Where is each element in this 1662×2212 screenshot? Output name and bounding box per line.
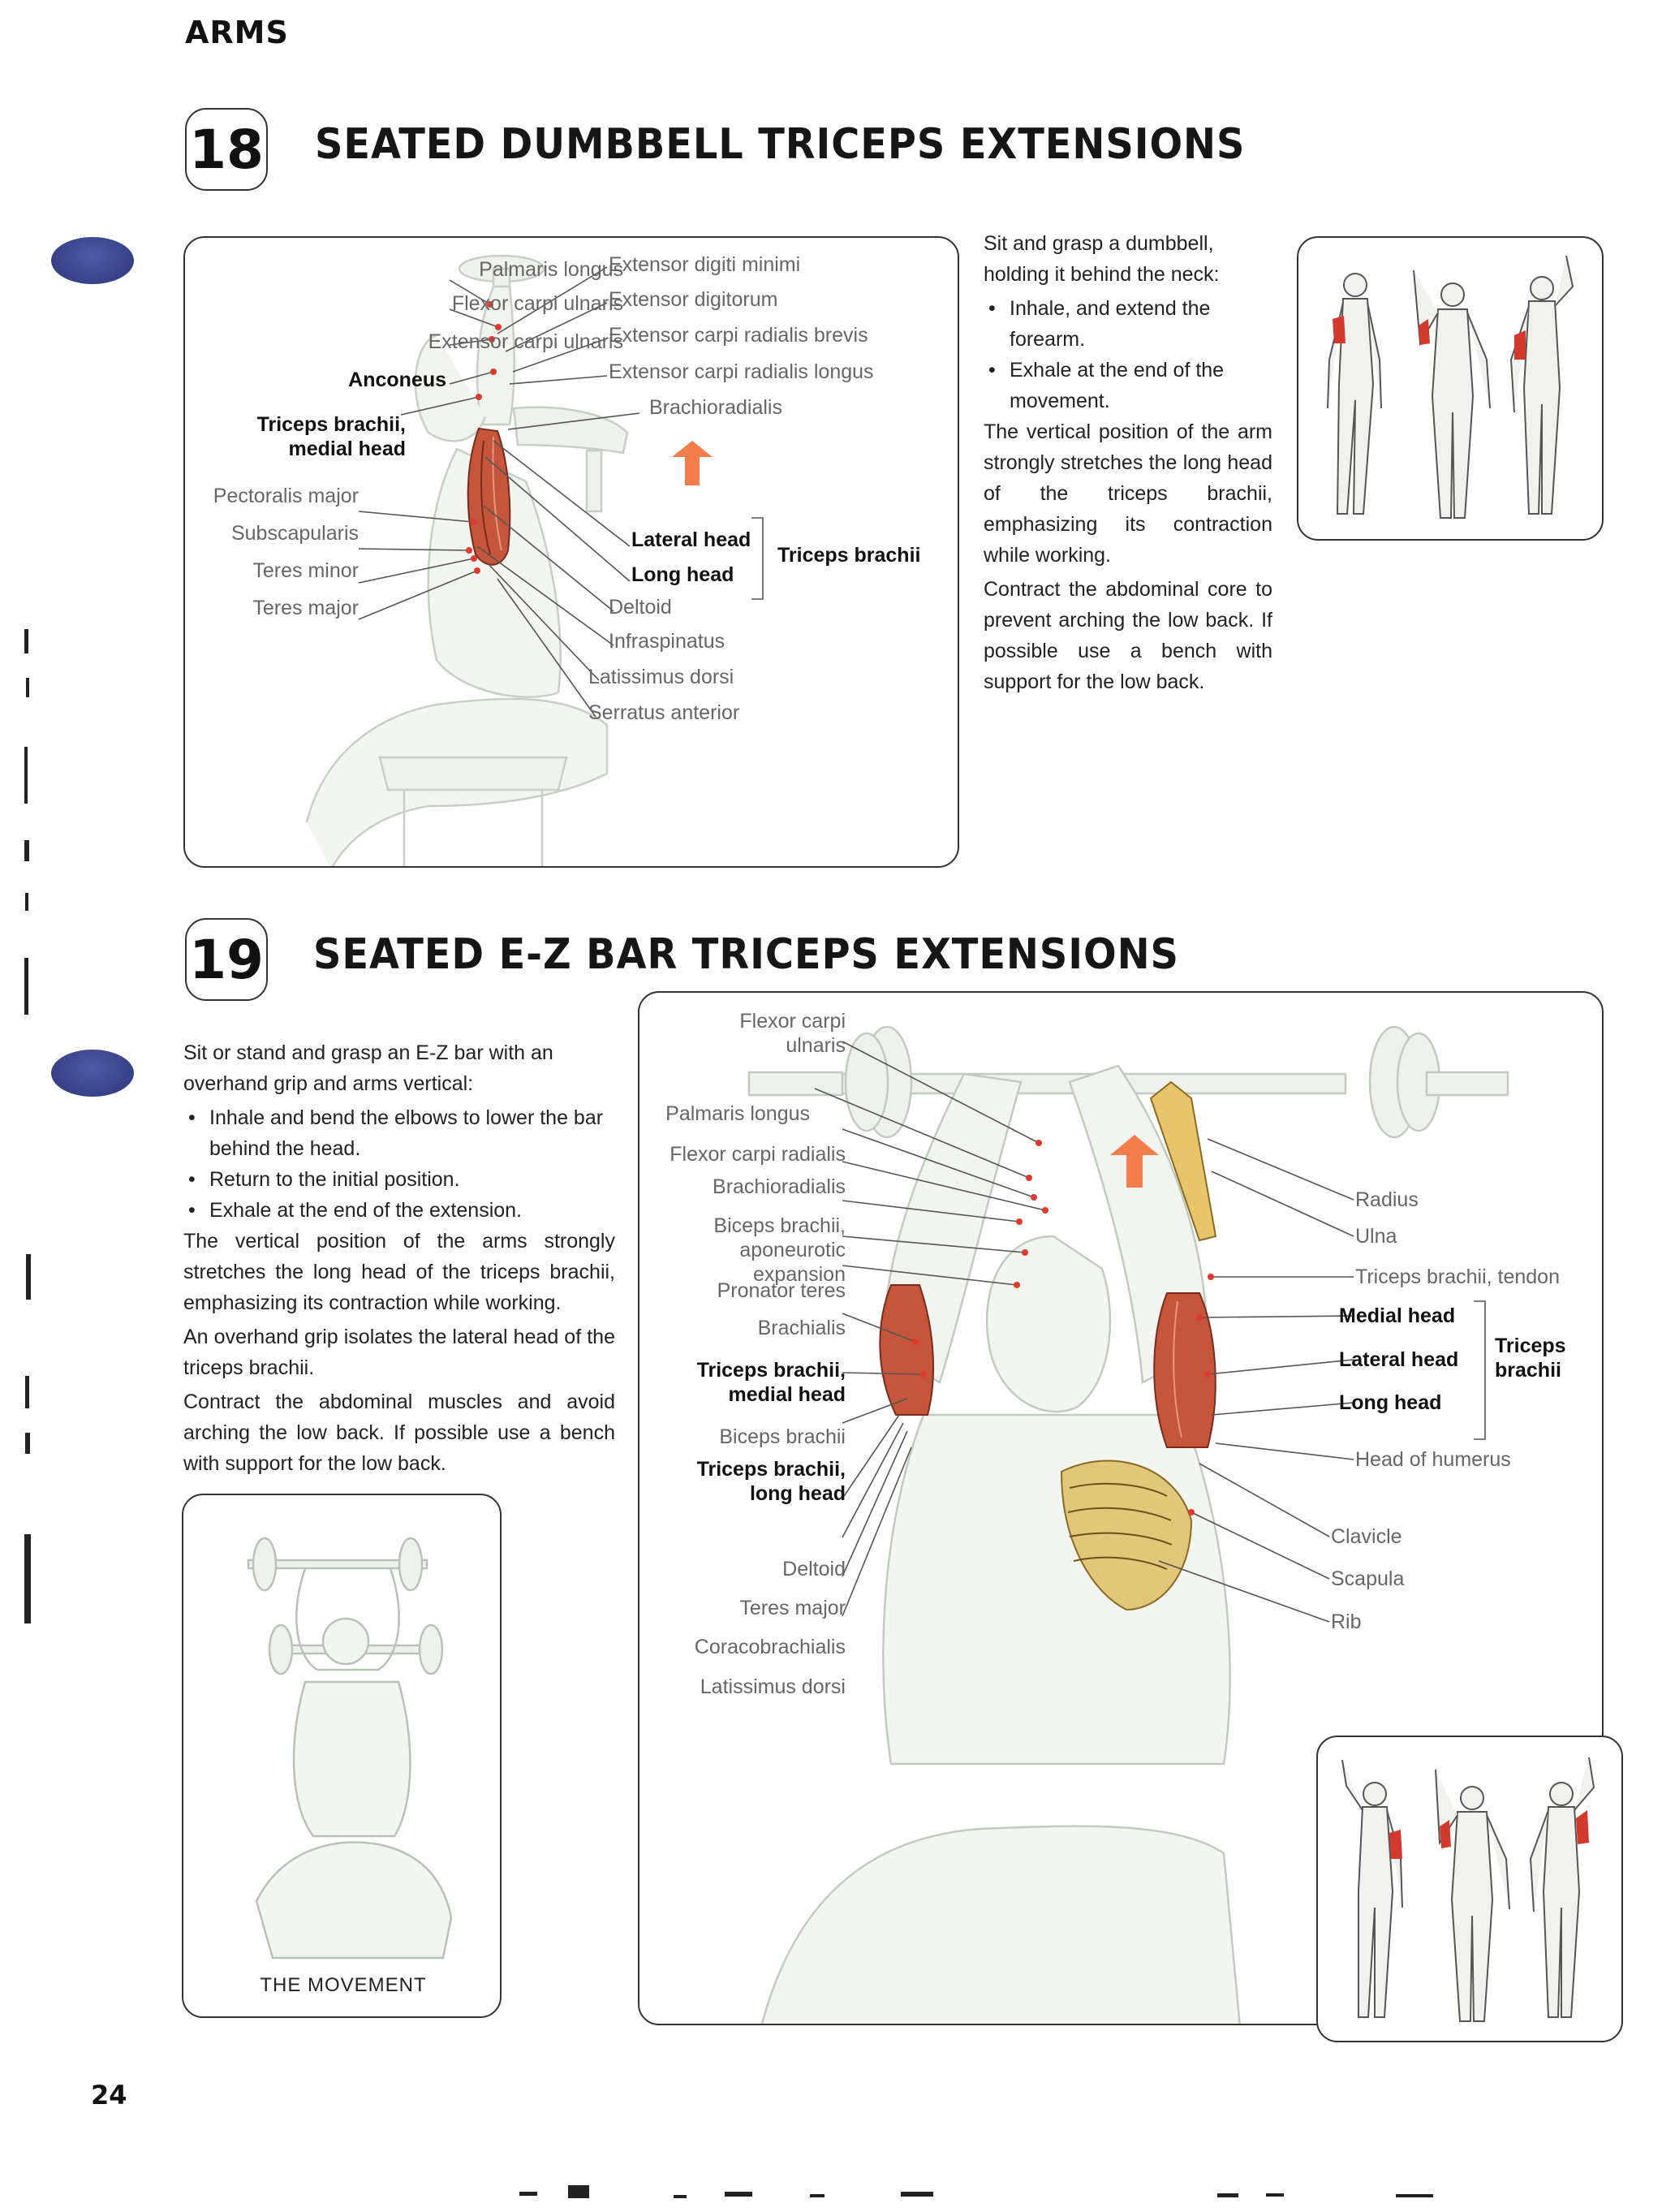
movement-caption: THE MOVEMENT <box>260 1974 427 1996</box>
movement-illustration-19 <box>247 1537 453 1960</box>
label-deltoid: Deltoid <box>782 1558 846 1580</box>
intro-18: Sit and grasp a dumbbell, holding it beh… <box>984 232 1220 286</box>
scan-mark <box>725 2192 752 2197</box>
label-brachialis: Brachialis <box>757 1317 846 1339</box>
label-triceps-medial-head: Triceps brachii, medial head <box>256 413 406 460</box>
step-18-2: Exhale at the end of the movement. <box>984 355 1272 416</box>
muscle-figures-panel-18 <box>1297 236 1604 541</box>
exercise-number-19: 19 <box>185 918 268 1001</box>
label-rib: Rib <box>1331 1610 1362 1633</box>
ez-bar-figure-illustration-19 <box>747 1025 1509 2024</box>
section-header: ARMS <box>185 15 289 50</box>
muscle-figures-illustration-18 <box>1327 255 1574 519</box>
anatomy-panel-18: Palmaris longus Flexor carpi ulnaris Ext… <box>183 236 959 868</box>
binder-hole-top <box>51 237 134 284</box>
label-coracobrachialis: Coracobrachialis <box>694 1636 846 1658</box>
label-biceps-brachii: Biceps brachii <box>719 1425 846 1448</box>
paragraph-19-2: An overhand grip isolates the lateral he… <box>183 1326 615 1379</box>
label-ulna: Ulna <box>1355 1225 1397 1248</box>
paragraph-19-3: Contract the abdominal muscles and avoid… <box>183 1391 615 1475</box>
label-flexor-carpi-radialis: Flexor carpi radialis <box>670 1143 846 1166</box>
step-19-1: Inhale and bend the elbows to lower the … <box>183 1102 615 1164</box>
label-triceps-brachii: Triceps brachii <box>1495 1335 1566 1382</box>
scan-mark <box>24 1534 31 1623</box>
label-scapula: Scapula <box>1331 1567 1405 1590</box>
label-medial-head: Medial head <box>1339 1304 1456 1327</box>
label-deltoid: Deltoid <box>609 596 672 619</box>
label-biceps-aponeurotic-expansion: Biceps brachii, aponeurotic expansion <box>713 1214 846 1286</box>
label-palmaris-longus: Palmaris longus <box>479 258 623 281</box>
scan-mark <box>26 678 29 697</box>
label-latissimus-dorsi: Latissimus dorsi <box>588 666 734 688</box>
scan-mark <box>674 2195 687 2198</box>
scan-mark <box>24 629 28 653</box>
label-triceps-brachii: Triceps brachii <box>777 544 921 567</box>
label-flexor-carpi-ulnaris: Flexor carpi ulnaris <box>739 1010 846 1057</box>
label-triceps-medial-head: Triceps brachii, medial head <box>696 1359 846 1406</box>
label-anconeus: Anconeus <box>348 369 446 391</box>
label-brachioradialis: Brachioradialis <box>649 396 782 419</box>
label-clavicle: Clavicle <box>1331 1525 1402 1548</box>
exercise-title-18: SEATED DUMBBELL TRICEPS EXTENSIONS <box>315 120 1246 169</box>
scan-mark <box>810 2194 825 2197</box>
label-lateral-head: Lateral head <box>1339 1348 1459 1371</box>
instructions-18: Sit and grasp a dumbbell, holding it beh… <box>984 228 1272 701</box>
scan-mark <box>24 958 28 1015</box>
label-teres-minor: Teres minor <box>252 559 359 582</box>
scan-mark <box>519 2192 537 2196</box>
exercise-number-18: 18 <box>185 108 268 191</box>
scan-mark <box>25 1376 29 1408</box>
label-extensor-carpi-radialis-longus: Extensor carpi radialis longus <box>609 360 874 383</box>
label-pronator-teres: Pronator teres <box>717 1279 846 1302</box>
paragraph-19-1: The vertical position of the arms strong… <box>183 1230 615 1314</box>
scan-mark <box>24 747 28 804</box>
label-triceps-long-head: Triceps brachii, long head <box>696 1458 846 1505</box>
label-palmaris-longus: Palmaris longus <box>665 1102 810 1125</box>
step-18-1: Inhale, and extend the forearm. <box>984 293 1272 355</box>
label-extensor-digitorum: Extensor digitorum <box>609 288 778 311</box>
label-subscapularis: Subscapularis <box>230 522 359 545</box>
scan-mark <box>25 893 28 911</box>
scan-mark <box>1217 2193 1238 2197</box>
scan-mark <box>26 1254 31 1300</box>
label-serratus-anterior: Serratus anterior <box>588 701 740 724</box>
binder-hole-bottom <box>51 1050 134 1097</box>
scan-mark <box>24 840 29 861</box>
intro-19: Sit or stand and grasp an E-Z bar with a… <box>183 1041 553 1095</box>
seated-figure-illustration-18 <box>305 254 764 866</box>
anatomy-panel-19: Flexor carpi ulnaris Palmaris longus Fle… <box>638 991 1604 2025</box>
movement-panel-19: THE MOVEMENT <box>182 1494 502 2018</box>
label-lateral-head: Lateral head <box>631 528 751 551</box>
label-long-head: Long head <box>631 563 734 586</box>
scan-mark <box>1396 2194 1433 2197</box>
scan-mark <box>901 2192 933 2197</box>
step-19-2: Return to the initial position. <box>183 1164 615 1195</box>
exercise-title-19: SEATED E-Z BAR TRICEPS EXTENSIONS <box>313 930 1179 979</box>
label-latissimus-dorsi: Latissimus dorsi <box>700 1675 846 1698</box>
scan-mark <box>568 2185 589 2198</box>
label-infraspinatus: Infraspinatus <box>609 630 726 653</box>
instructions-19: Sit or stand and grasp an E-Z bar with a… <box>183 1037 615 1482</box>
label-radius: Radius <box>1355 1188 1419 1211</box>
paragraph-18-1: The vertical position of the arm strongl… <box>984 420 1272 567</box>
label-extensor-carpi-ulnaris: Extensor carpi ulnaris <box>428 330 623 353</box>
scan-mark <box>1266 2193 1284 2197</box>
label-teres-major: Teres major <box>252 597 359 619</box>
label-pectoralis-major: Pectoralis major <box>213 485 359 507</box>
muscle-figures-panel-19 <box>1316 1736 1623 2042</box>
paragraph-18-2: Contract the abdominal core to prevent a… <box>984 578 1272 693</box>
muscle-figures-illustration-19 <box>1341 1757 1595 2022</box>
label-extensor-digiti-minimi: Extensor digiti minimi <box>609 253 801 276</box>
step-19-3: Exhale at the end of the extension. <box>183 1195 615 1226</box>
label-triceps-tendon: Triceps brachii, tendon <box>1355 1266 1560 1288</box>
scan-mark <box>25 1433 30 1454</box>
label-teres-major: Teres major <box>739 1597 846 1619</box>
page-number: 24 <box>91 2080 127 2111</box>
label-extensor-carpi-radialis-brevis: Extensor carpi radialis brevis <box>609 324 868 347</box>
label-long-head: Long head <box>1339 1391 1442 1414</box>
label-brachioradialis: Brachioradialis <box>713 1175 846 1198</box>
label-head-of-humerus: Head of humerus <box>1355 1448 1511 1471</box>
label-flexor-carpi-ulnaris: Flexor carpi ulnaris <box>451 292 623 315</box>
